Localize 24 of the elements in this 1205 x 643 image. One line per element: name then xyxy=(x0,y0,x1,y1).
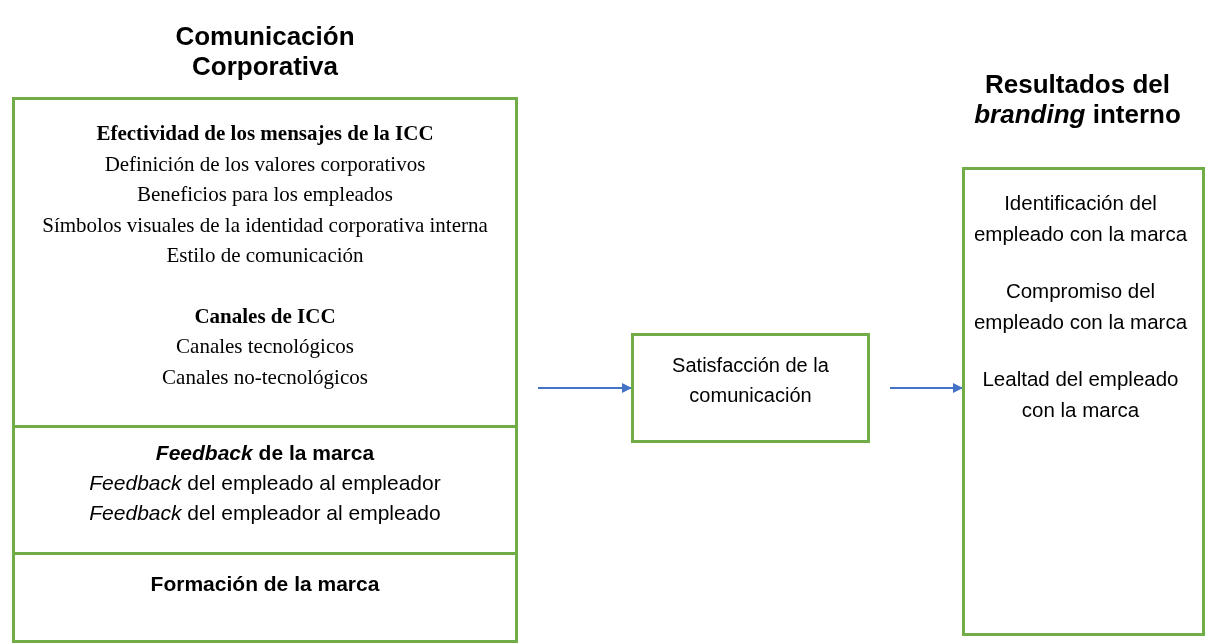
column-heading: Comunicación Corporativa xyxy=(174,20,356,82)
message-box xyxy=(12,97,518,428)
item-text: Canales no-tecnológicos xyxy=(161,363,369,391)
item-text: Símbolos visuales de la identidad corporativa interna xyxy=(41,211,489,239)
section-heading: Efectividad de los mensajes de la ICC xyxy=(95,120,435,147)
item-text: Satisfacción de la comunicación xyxy=(671,353,830,408)
arrow xyxy=(537,383,632,393)
result-item: Lealtad del empleado con la marca xyxy=(981,366,1180,423)
item-text: Beneficios para los empleados xyxy=(136,181,394,208)
result-item: Compromiso del empleado con la marca xyxy=(973,278,1188,335)
item-text: Estilo de comunicación xyxy=(165,242,365,269)
training-box xyxy=(12,552,518,643)
section-heading: Formación de la marca xyxy=(149,571,381,597)
item-text: Definición de los valores corporativos xyxy=(103,150,427,178)
arrow xyxy=(889,383,963,393)
feedback-box xyxy=(12,425,518,555)
result-item: Identificación del empleado con la marca xyxy=(973,190,1188,247)
process-box xyxy=(631,333,870,443)
section-heading: Feedback de la marca xyxy=(154,440,376,466)
item-text: Canales tecnológicos xyxy=(175,333,355,360)
section-heading: Canales de ICC xyxy=(193,302,337,330)
item-text: Feedback del empleado al empleador xyxy=(88,470,442,496)
item-text: Feedback del empleador al empleado xyxy=(88,500,442,526)
column-heading: Resultados del branding interno xyxy=(973,68,1182,130)
